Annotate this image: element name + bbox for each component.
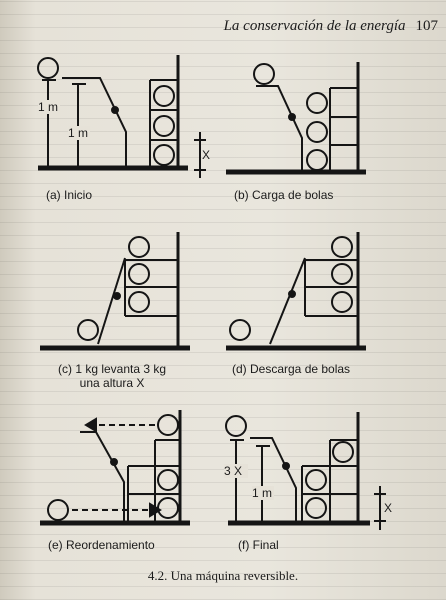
label-x: X [202,148,210,162]
panel-f-drawing [225,412,386,530]
lever-arm [250,437,297,523]
arrowhead [84,417,97,433]
panel-d-drawing [226,232,366,351]
ball [305,497,327,519]
panel-c-drawing [40,232,190,351]
ball [153,144,175,166]
caption-panel-c: (c) 1 kg levanta 3 kg una altura X [58,362,166,390]
pivot [113,292,121,300]
pivot [111,106,119,114]
label-backdrop [68,126,90,140]
pivot [282,462,290,470]
caption-panel-e: (e) Reordenamiento [48,538,155,552]
caption-panel-f: (f) Final [238,538,279,552]
caption-panel-d: (d) Descarga de bolas [232,362,351,376]
label-backdrop [224,464,248,478]
lever-arm [97,257,126,345]
ball [331,236,353,258]
ball [153,115,175,137]
ball [306,92,328,114]
panel-a-drawing [37,55,206,178]
ball [128,291,150,313]
ball [225,415,247,437]
ball [306,121,328,143]
caption-panel-b: (b) Carga de bolas [234,188,334,202]
label-one-meter: 1 m [252,486,272,500]
caption-panel-c-line1: (c) 1 kg levanta 3 kg [58,362,167,376]
lever-arm [269,257,306,345]
ball [331,291,353,313]
pivot [110,458,118,466]
panel-b-drawing [226,62,366,175]
label-backdrop [252,486,274,500]
ball [77,319,99,341]
label-one-meter: 1 m [68,126,88,140]
ball [157,469,179,491]
ball [305,469,327,491]
caption-panel-c-line2: una altura X [79,376,145,390]
arrowhead [149,502,162,518]
ball [128,263,150,285]
ball [153,85,175,107]
caption-panel-a: (a) Inicio [46,188,93,202]
label-three-x: 3 X [224,464,242,478]
lever-arm [62,77,127,168]
page-number: 107 [415,18,439,34]
figure-caption: 4.2. Una máquina reversible. [147,568,299,583]
ball [306,149,328,171]
header-title: La conservación de la energía [223,18,406,34]
ball [47,499,69,521]
label-backdrop [38,100,60,114]
ball [37,57,59,79]
ball [157,414,179,436]
ball [331,263,353,285]
ball [157,497,179,519]
lever-arm [256,85,303,172]
running-header: La conservación de la energía 107 [224,18,438,35]
ball [332,441,354,463]
pivot [288,290,296,298]
label-one-meter: 1 m [38,100,58,114]
label-x: X [384,501,392,515]
ball [229,319,251,341]
ball [253,63,275,85]
panel-e-drawing [40,410,190,526]
pivot [288,113,296,121]
ball [128,236,150,258]
lever-arm [80,431,125,523]
